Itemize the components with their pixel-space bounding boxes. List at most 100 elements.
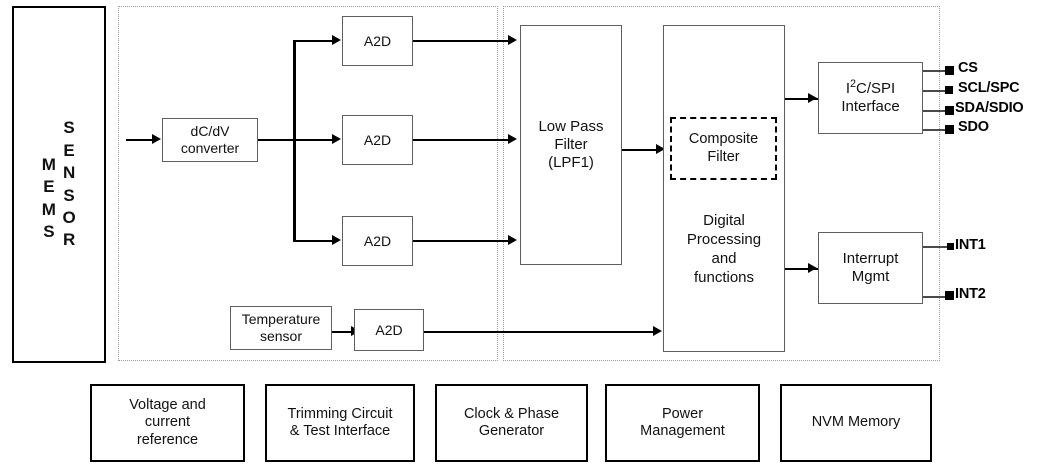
pin-label-scl-spc: SCL/SPC <box>958 80 1020 96</box>
arrowhead-digital-in-temp <box>653 326 662 336</box>
digital-label-line2: Processing <box>686 230 762 248</box>
arrowhead-digital-in-main <box>656 144 665 154</box>
a2d-label: A2D <box>363 32 392 49</box>
pin-scl <box>945 86 953 94</box>
wire-temp-to-a2d <box>332 330 354 333</box>
pin-label-int1: INT1 <box>955 237 986 253</box>
arrowhead-lpf-in-2 <box>508 134 517 144</box>
sensor-char: E <box>63 140 76 160</box>
support-label-line2: Generator <box>478 423 545 439</box>
a2d-label: A2D <box>363 232 392 249</box>
pin-int2 <box>945 291 954 300</box>
lead-sda <box>923 110 948 112</box>
wire-converter-out <box>258 138 334 141</box>
temperature-sensor-label-line2: sensor <box>259 328 303 344</box>
lead-int2 <box>923 296 948 298</box>
arrowhead-lpf-in-1 <box>508 35 517 45</box>
digital-processing-block <box>663 25 785 352</box>
wire-lpf-to-digital <box>622 148 660 151</box>
support-label-line2: current <box>144 414 191 431</box>
clock-phase-generator-block: Clock & Phase Generator <box>435 384 588 462</box>
lpf-label-line1: Low Pass <box>538 118 604 136</box>
interrupt-mgmt-block: Interrupt Mgmt <box>818 232 923 304</box>
mems-sensor-block: M E M S S E N S O R <box>12 6 106 363</box>
pin-label-cs: CS <box>958 60 978 76</box>
lead-cs <box>923 70 948 72</box>
wire-sensor-to-converter <box>126 138 154 141</box>
converter-label-line1: dC/dV <box>190 123 230 140</box>
digital-label-line3: and <box>711 250 737 267</box>
support-label-line1: Clock & Phase <box>463 405 560 422</box>
a2d-block-temperature: A2D <box>354 309 424 351</box>
wire-digital-to-interrupt <box>785 267 821 270</box>
i2c-spi-interface-block: I2C/SPI Interface <box>818 62 923 134</box>
interface-label-line1: I2C/SPI <box>845 78 896 98</box>
support-label-line2: Management <box>640 423 725 439</box>
temperature-sensor-label-line1: Temperature <box>241 311 321 328</box>
wire-a2d1-to-lpf <box>413 39 510 42</box>
analog-region-boundary <box>118 6 498 361</box>
arrowhead-interface-in <box>808 93 817 103</box>
support-label-line1: NVM Memory <box>811 414 901 431</box>
trimming-circuit-test-interface-block: Trimming Circuit & Test Interface <box>265 384 415 462</box>
wire-a2d3-to-lpf <box>413 239 510 242</box>
a2d-label: A2D <box>375 321 403 338</box>
lpf-label-line2: Filter <box>554 136 588 154</box>
support-label-line2: & Test Interface <box>289 423 391 439</box>
power-management-block: Power Management <box>605 384 760 462</box>
mems-char: M <box>41 199 57 219</box>
mems-char: M <box>41 154 57 174</box>
composite-filter-label-line1: Composite <box>688 131 759 148</box>
arrowhead-lpf-in-3 <box>508 235 517 245</box>
wire-a2d2-to-lpf <box>413 138 510 141</box>
lead-int1 <box>923 246 948 248</box>
a2d-label: A2D <box>363 131 392 148</box>
interrupt-label-line2: Mgmt <box>851 268 890 285</box>
digital-label-line4: functions <box>693 269 755 287</box>
pin-label-sda-sdio: SDA/SDIO <box>955 100 1024 116</box>
pin-cs <box>945 66 954 75</box>
digital-processing-label: Digital Processing and functions <box>663 196 785 302</box>
wire-a2d-temp-to-digital <box>424 330 658 333</box>
low-pass-filter-block: Low Pass Filter (LPF1) <box>520 25 622 265</box>
interface-label-line2: Interface <box>841 98 900 115</box>
pin-label-sdo: SDO <box>958 119 989 135</box>
arrowhead-a2d2-in <box>332 134 341 144</box>
pin-label-int2: INT2 <box>955 286 986 302</box>
a2d-block-1: A2D <box>342 16 413 66</box>
converter-label-line2: converter <box>180 140 240 156</box>
support-label-line3: reference <box>136 431 199 448</box>
sensor-char: S <box>63 185 76 205</box>
sensor-char: N <box>62 163 76 183</box>
digital-region-boundary <box>503 6 940 361</box>
wire-branch-vertical <box>293 40 296 242</box>
composite-filter-block: Composite Filter <box>670 117 777 180</box>
lead-scl <box>923 90 948 92</box>
sensor-char: S <box>63 118 76 138</box>
dcdv-converter-block: dC/dV converter <box>162 118 258 162</box>
temperature-sensor-block: Temperature sensor <box>230 306 332 350</box>
mems-char: E <box>43 177 56 197</box>
support-label-line1: Voltage and <box>129 397 206 414</box>
mems-column: M E M S <box>42 126 57 244</box>
sensor-char: O <box>62 207 77 227</box>
wire-branch-bottom <box>293 239 334 242</box>
lpf-label-line3: (LPF1) <box>548 153 594 171</box>
support-label-line1: Trimming Circuit <box>287 405 393 422</box>
mems-char: S <box>43 221 56 241</box>
a2d-block-3: A2D <box>342 216 413 266</box>
wire-branch-top <box>293 39 334 42</box>
sensor-char: R <box>62 230 76 250</box>
arrowhead-a2d3-in <box>332 235 341 245</box>
composite-filter-label-line2: Filter <box>707 148 740 165</box>
arrowhead-converter-in <box>152 134 161 144</box>
arrowhead-interrupt-in <box>808 263 817 273</box>
interrupt-label-line1: Interrupt <box>842 250 899 268</box>
lead-sdo <box>923 129 948 131</box>
wire-digital-to-interface <box>785 97 821 100</box>
nvm-memory-block: NVM Memory <box>780 384 932 462</box>
pin-sda <box>945 106 954 115</box>
interface-superscript: 2 <box>849 78 856 91</box>
a2d-block-2: A2D <box>342 115 413 165</box>
